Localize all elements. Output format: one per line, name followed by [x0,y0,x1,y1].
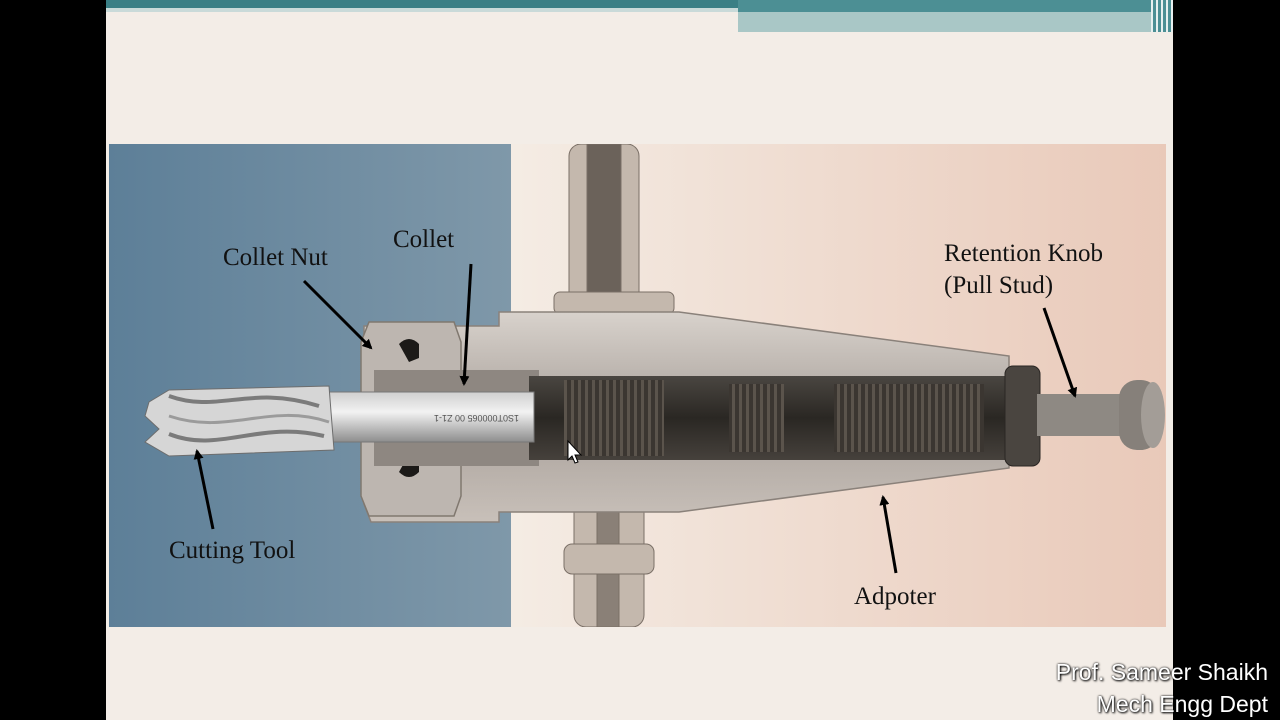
presentation-slide: 1S0T000065 00 Z1-1 Collet Nut Collet Ret… [106,0,1173,720]
cutting-tool: 1S0T000065 00 Z1-1 [144,385,535,457]
arrow-cutting-tool [193,449,215,530]
label-pull-stud: (Pull Stud) [944,272,1054,299]
svg-text:1S0T000065 00 Z1-1: 1S0T000065 00 Z1-1 [434,413,519,423]
title-bar-accent [106,0,738,8]
internal-thread [529,376,1009,460]
arrow-retention-knob [1042,307,1078,398]
annotation-arrows [193,263,1078,574]
arrow-collet-nut [302,279,373,350]
label-adapter: Adpoter [854,583,936,610]
label-cutting-tool: Cutting Tool [169,537,296,564]
title-bar-stripes [1151,0,1173,32]
label-retention-knob: Retention Knob [944,240,1104,267]
footer-author: Prof. Sameer Shaikh [1055,659,1268,685]
footer-department: Mech Engg Dept [1096,691,1268,717]
label-collet-nut: Collet Nut [223,244,328,271]
arrow-collet [459,263,473,386]
mouse-pointer-icon [567,439,583,464]
arrow-adapter [879,495,898,574]
label-collet: Collet [393,226,455,253]
tool-holder-cutaway-photo: 1S0T000065 00 Z1-1 [109,144,1166,627]
title-bar-accent-light [106,8,738,12]
retention-knob [1004,365,1165,467]
title-bar-accent-right [738,0,1173,32]
